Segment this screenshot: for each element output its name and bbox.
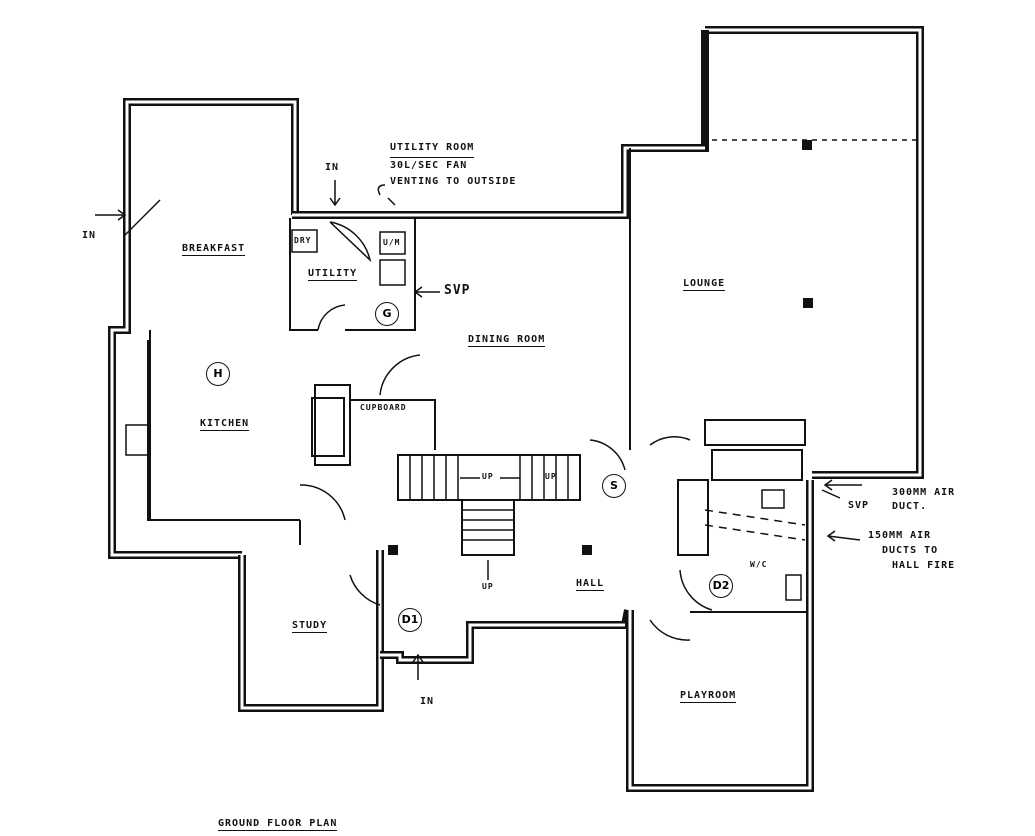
- room-label-utility: UTILITY: [308, 268, 358, 281]
- air-duct-150-line1: 150MM AIR: [868, 530, 932, 541]
- doors: [124, 199, 713, 641]
- air-duct-150-line3: HALL FIRE: [892, 560, 956, 571]
- air-duct-300-line1: 300MM AIR: [892, 487, 956, 498]
- room-label-um: U/M: [383, 238, 401, 247]
- room-label-breakfast: BREAKFAST: [182, 243, 246, 256]
- utility-room-note: UTILITY ROOM 30L/SEC FAN VENTING TO OUTS…: [390, 140, 516, 190]
- marker-d1: D1: [398, 608, 422, 632]
- entry-label-left: IN: [82, 230, 97, 241]
- air-duct-300-line2: DUCT.: [892, 501, 928, 512]
- utility-note-vent: VENTING TO OUTSIDE: [390, 176, 517, 187]
- room-label-dining: DINING ROOM: [468, 334, 546, 347]
- marker-s: S: [602, 474, 626, 498]
- marker-g: G: [375, 302, 399, 326]
- svp-wc-note: SVP: [848, 500, 870, 511]
- room-label-cupboard: CUPBOARD: [360, 403, 407, 412]
- room-label-kitchen: KITCHEN: [200, 418, 250, 431]
- marker-h: H: [206, 362, 230, 386]
- air-duct-150-note: 150MM AIR DUCTS TO HALL FIRE: [868, 528, 955, 573]
- svp-utility-note: SVP: [444, 283, 471, 298]
- utility-note-heading: UTILITY ROOM: [390, 140, 475, 158]
- entry-label-top: IN: [325, 162, 340, 173]
- wc-duct-dashes: [704, 509, 806, 541]
- room-label-dry: DRY: [294, 236, 312, 245]
- room-label-hall: HALL: [576, 578, 605, 591]
- utility-walls: [289, 218, 416, 331]
- fixtures: [125, 140, 813, 601]
- stairs: [397, 454, 581, 580]
- plan-title: GROUND FLOOR PLAN: [218, 818, 338, 831]
- stair-up-label: UP: [482, 472, 494, 481]
- room-label-wc: W/C: [750, 560, 768, 569]
- utility-note-fan: 30L/SEC FAN: [390, 160, 468, 171]
- annotation-arrows: [95, 180, 862, 680]
- entry-label-bottom: IN: [420, 696, 435, 707]
- playroom-wall: [626, 480, 814, 792]
- room-label-study: STUDY: [292, 620, 328, 633]
- air-duct-150-line2: DUCTS TO: [882, 545, 939, 556]
- lounge-wall: [705, 26, 924, 479]
- room-label-lounge: LOUNGE: [683, 278, 726, 291]
- marker-d2: D2: [709, 574, 733, 598]
- cupboard-wall: [314, 384, 436, 466]
- walls: [108, 26, 924, 792]
- kitchen-breakfast-wall: [108, 98, 299, 559]
- room-label-playroom: PLAYROOM: [680, 690, 737, 703]
- stair-up-label-right: UP: [545, 472, 557, 481]
- air-duct-300-note: 300MM AIR DUCT.: [892, 486, 955, 514]
- stair-up-label-bottom: UP: [482, 582, 494, 591]
- kitchen-inner-wall: [147, 330, 301, 545]
